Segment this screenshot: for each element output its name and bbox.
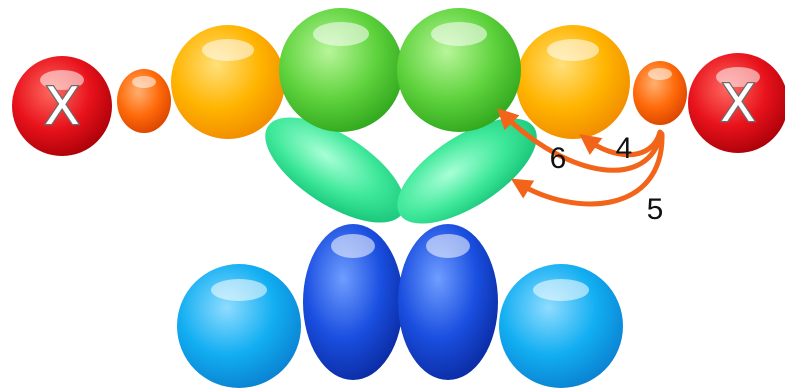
end-marker-right: X xyxy=(720,74,756,134)
end-marker-left: X xyxy=(44,77,80,137)
arrow-label-6: 6 xyxy=(550,142,567,175)
arrow-label-5: 5 xyxy=(647,193,664,226)
arrow-label-4: 4 xyxy=(616,132,633,165)
